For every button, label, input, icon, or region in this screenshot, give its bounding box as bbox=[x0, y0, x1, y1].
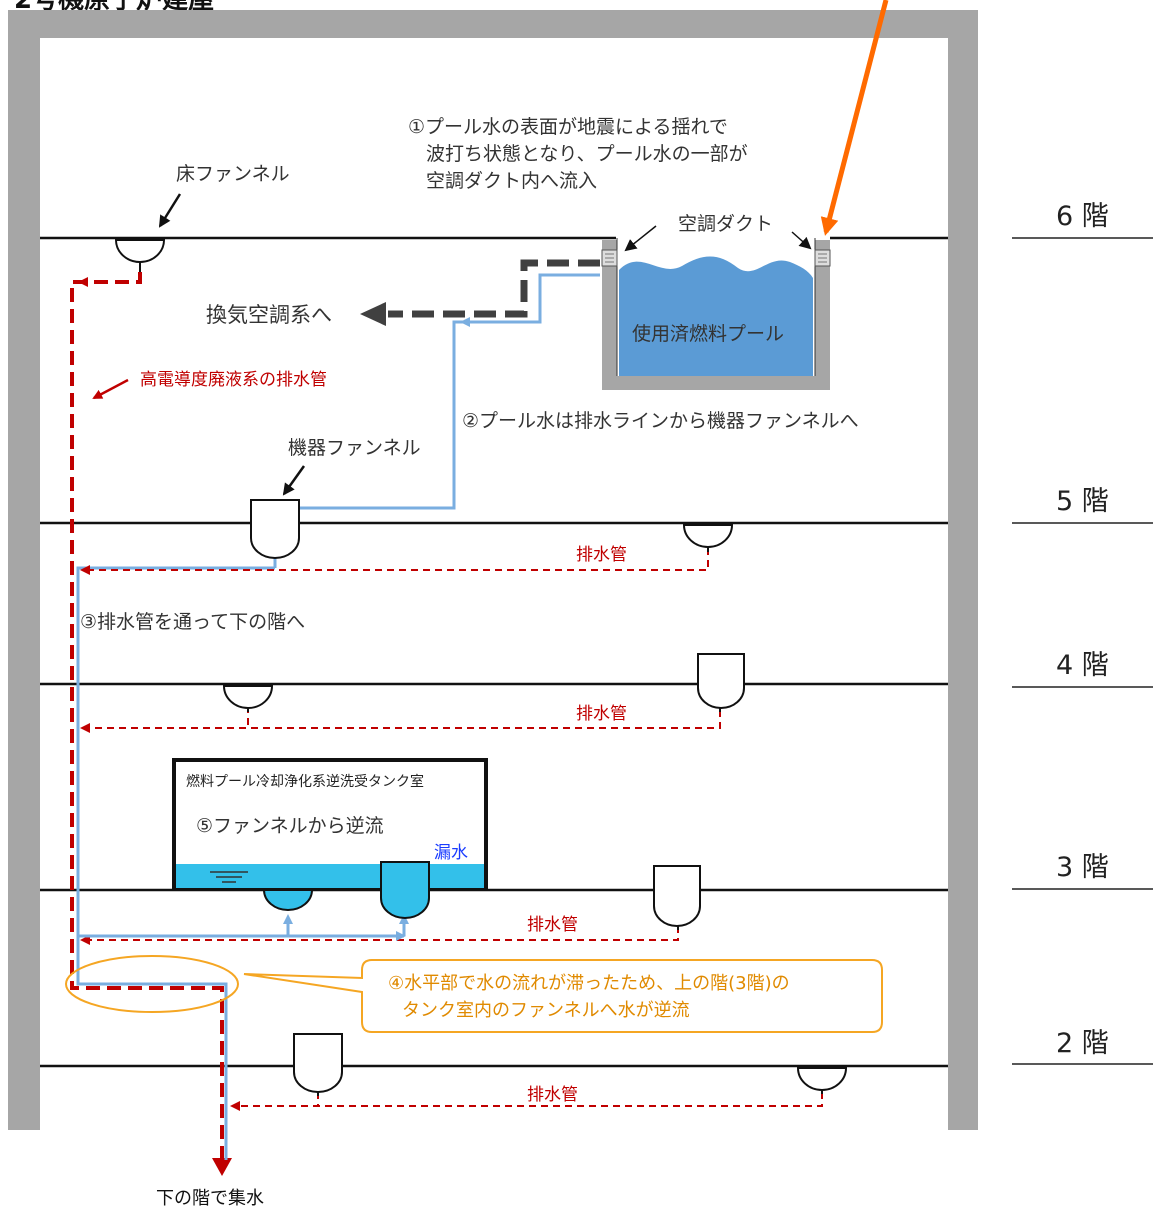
drain-4f-arrowhead bbox=[80, 723, 90, 733]
step3-text: ③排水管を通って下の階へ bbox=[80, 611, 305, 633]
floor-label-5: 5 階 bbox=[1056, 486, 1109, 517]
drain-pipe-label-4f: 排水管 bbox=[576, 704, 627, 724]
hvac-duct-label: 空調ダクト bbox=[678, 213, 773, 235]
hvac-duct-arrowhead bbox=[360, 302, 386, 326]
drain-pipe-5f bbox=[84, 548, 709, 571]
drain-pipe-3f bbox=[86, 926, 679, 941]
tank-funnel-equipment bbox=[380, 861, 430, 919]
drain-pipe-label-5f: 排水管 bbox=[576, 545, 627, 565]
step1-line3: 空調ダクト内へ流入 bbox=[426, 170, 597, 192]
hvac-duct-pointer-right bbox=[791, 231, 812, 250]
drain-2f-arrowhead bbox=[230, 1101, 240, 1111]
floor-label-2: 2 階 bbox=[1056, 1028, 1109, 1059]
equipment-funnel-4f bbox=[697, 653, 745, 712]
tank-funnel-floor bbox=[262, 889, 314, 911]
duct-grille-right bbox=[814, 249, 831, 267]
floor-funnel-pointer bbox=[158, 193, 182, 228]
building-walls bbox=[8, 10, 978, 1130]
drain-pipe-label-3f: 排水管 bbox=[527, 915, 578, 935]
high-cond-drain-pipe bbox=[70, 272, 224, 1170]
equipment-funnel-label: 機器ファンネル bbox=[288, 437, 421, 459]
pool-drain-arrowhead bbox=[460, 317, 470, 327]
equipment-funnel-3f bbox=[653, 865, 701, 930]
duct-grille-left bbox=[601, 249, 618, 267]
step4-line1: ④水平部で水の流れが滞ったため、上の階(3階)の bbox=[388, 973, 790, 994]
floor-funnel-5f bbox=[682, 524, 734, 552]
high-cond-arrow-head bbox=[78, 277, 88, 287]
floor-funnel-6f bbox=[114, 239, 166, 272]
equipment-funnel-pointer bbox=[282, 465, 306, 496]
high-cond-drain-pointer bbox=[92, 378, 129, 400]
high-cond-drain-label: 高電導度廃液系の排水管 bbox=[140, 370, 327, 390]
drain-5f-arrowhead bbox=[80, 565, 90, 575]
hvac-duct-pointer-left bbox=[624, 225, 657, 252]
left-blue-downflow bbox=[76, 566, 275, 1160]
drain-down-arrowhead bbox=[212, 1158, 232, 1176]
step4-line2: タンク室内のファンネルへ水が逆流 bbox=[402, 1000, 690, 1021]
backflow-arrowhead-right bbox=[396, 931, 406, 941]
hvac-duct-path bbox=[388, 259, 600, 318]
step5-text: ⑤ファンネルから逆流 bbox=[196, 815, 384, 837]
tank-room-title: 燃料プール冷却浄化系逆洗受タンク室 bbox=[186, 773, 424, 790]
floor-label-4: 4 階 bbox=[1056, 650, 1109, 681]
backflow-arrowhead-up-1 bbox=[283, 914, 293, 924]
step2-text: ②プール水は排水ラインから機器ファンネルへ bbox=[462, 410, 859, 432]
drain-pipe-label-2f: 排水管 bbox=[527, 1085, 578, 1105]
step1-line1: ①プール水の表面が地震による揺れで bbox=[408, 116, 728, 138]
step1-line2: 波打ち状態となり、プール水の一部が bbox=[426, 143, 748, 165]
equipment-funnel-2f bbox=[293, 1033, 343, 1096]
floor-funnel-4f bbox=[222, 685, 274, 712]
collect-below-label: 下の階で集水 bbox=[156, 1188, 264, 1209]
backflow-arrowhead-up-2 bbox=[399, 914, 409, 924]
floor-labels bbox=[1012, 237, 1153, 1065]
floor-funnel-2f bbox=[796, 1067, 848, 1094]
equipment-funnel-5f bbox=[250, 499, 300, 559]
spent-fuel-pool-label: 使用済燃料プール bbox=[632, 323, 784, 345]
floor-label-6: 6 階 bbox=[1056, 201, 1109, 232]
leak-water-label: 漏水 bbox=[434, 843, 468, 863]
backflow-blue-3f bbox=[78, 920, 406, 938]
floor-label-3: 3 階 bbox=[1056, 852, 1109, 883]
to-hvac-label: 換気空調系へ bbox=[206, 303, 332, 327]
tank-room bbox=[172, 758, 488, 890]
floor-funnel-label: 床ファンネル bbox=[176, 163, 290, 185]
step4-callout bbox=[65, 955, 883, 1033]
spent-fuel-pool bbox=[602, 238, 830, 390]
orange-pointer-arrow bbox=[820, 0, 889, 236]
